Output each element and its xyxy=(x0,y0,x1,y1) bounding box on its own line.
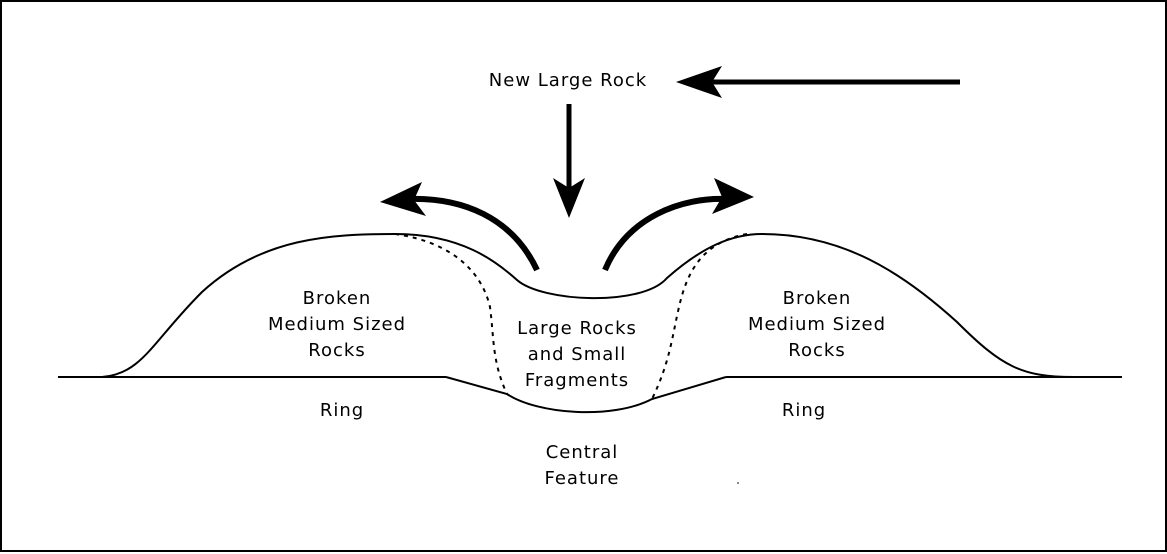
central-depression xyxy=(445,376,727,414)
vertical-arrow-head xyxy=(553,178,585,218)
left-curved-arrow-shaft xyxy=(406,195,540,272)
new-large-rock-label: New Large Rock xyxy=(488,70,648,91)
center-fill-label: Large Rocks and Small Fragments xyxy=(517,318,637,391)
left-ring-label: Ring xyxy=(319,400,365,421)
central-feature-label: Central Feature xyxy=(544,442,620,489)
right-mound-label: Broken Medium Sized Rocks xyxy=(747,288,887,361)
left-dashed-boundary xyxy=(394,233,508,395)
left-mound-label: Broken Medium Sized Rocks xyxy=(267,288,407,361)
right-curved-arrow-shaft xyxy=(602,195,728,272)
right-curved-arrow-head xyxy=(712,178,754,214)
mound-outline xyxy=(101,232,1075,378)
right-ring-label: Ring xyxy=(781,400,827,421)
horizontal-arrow-head xyxy=(676,66,722,98)
stray-dot xyxy=(737,482,739,484)
left-curved-arrow-head xyxy=(380,182,426,216)
